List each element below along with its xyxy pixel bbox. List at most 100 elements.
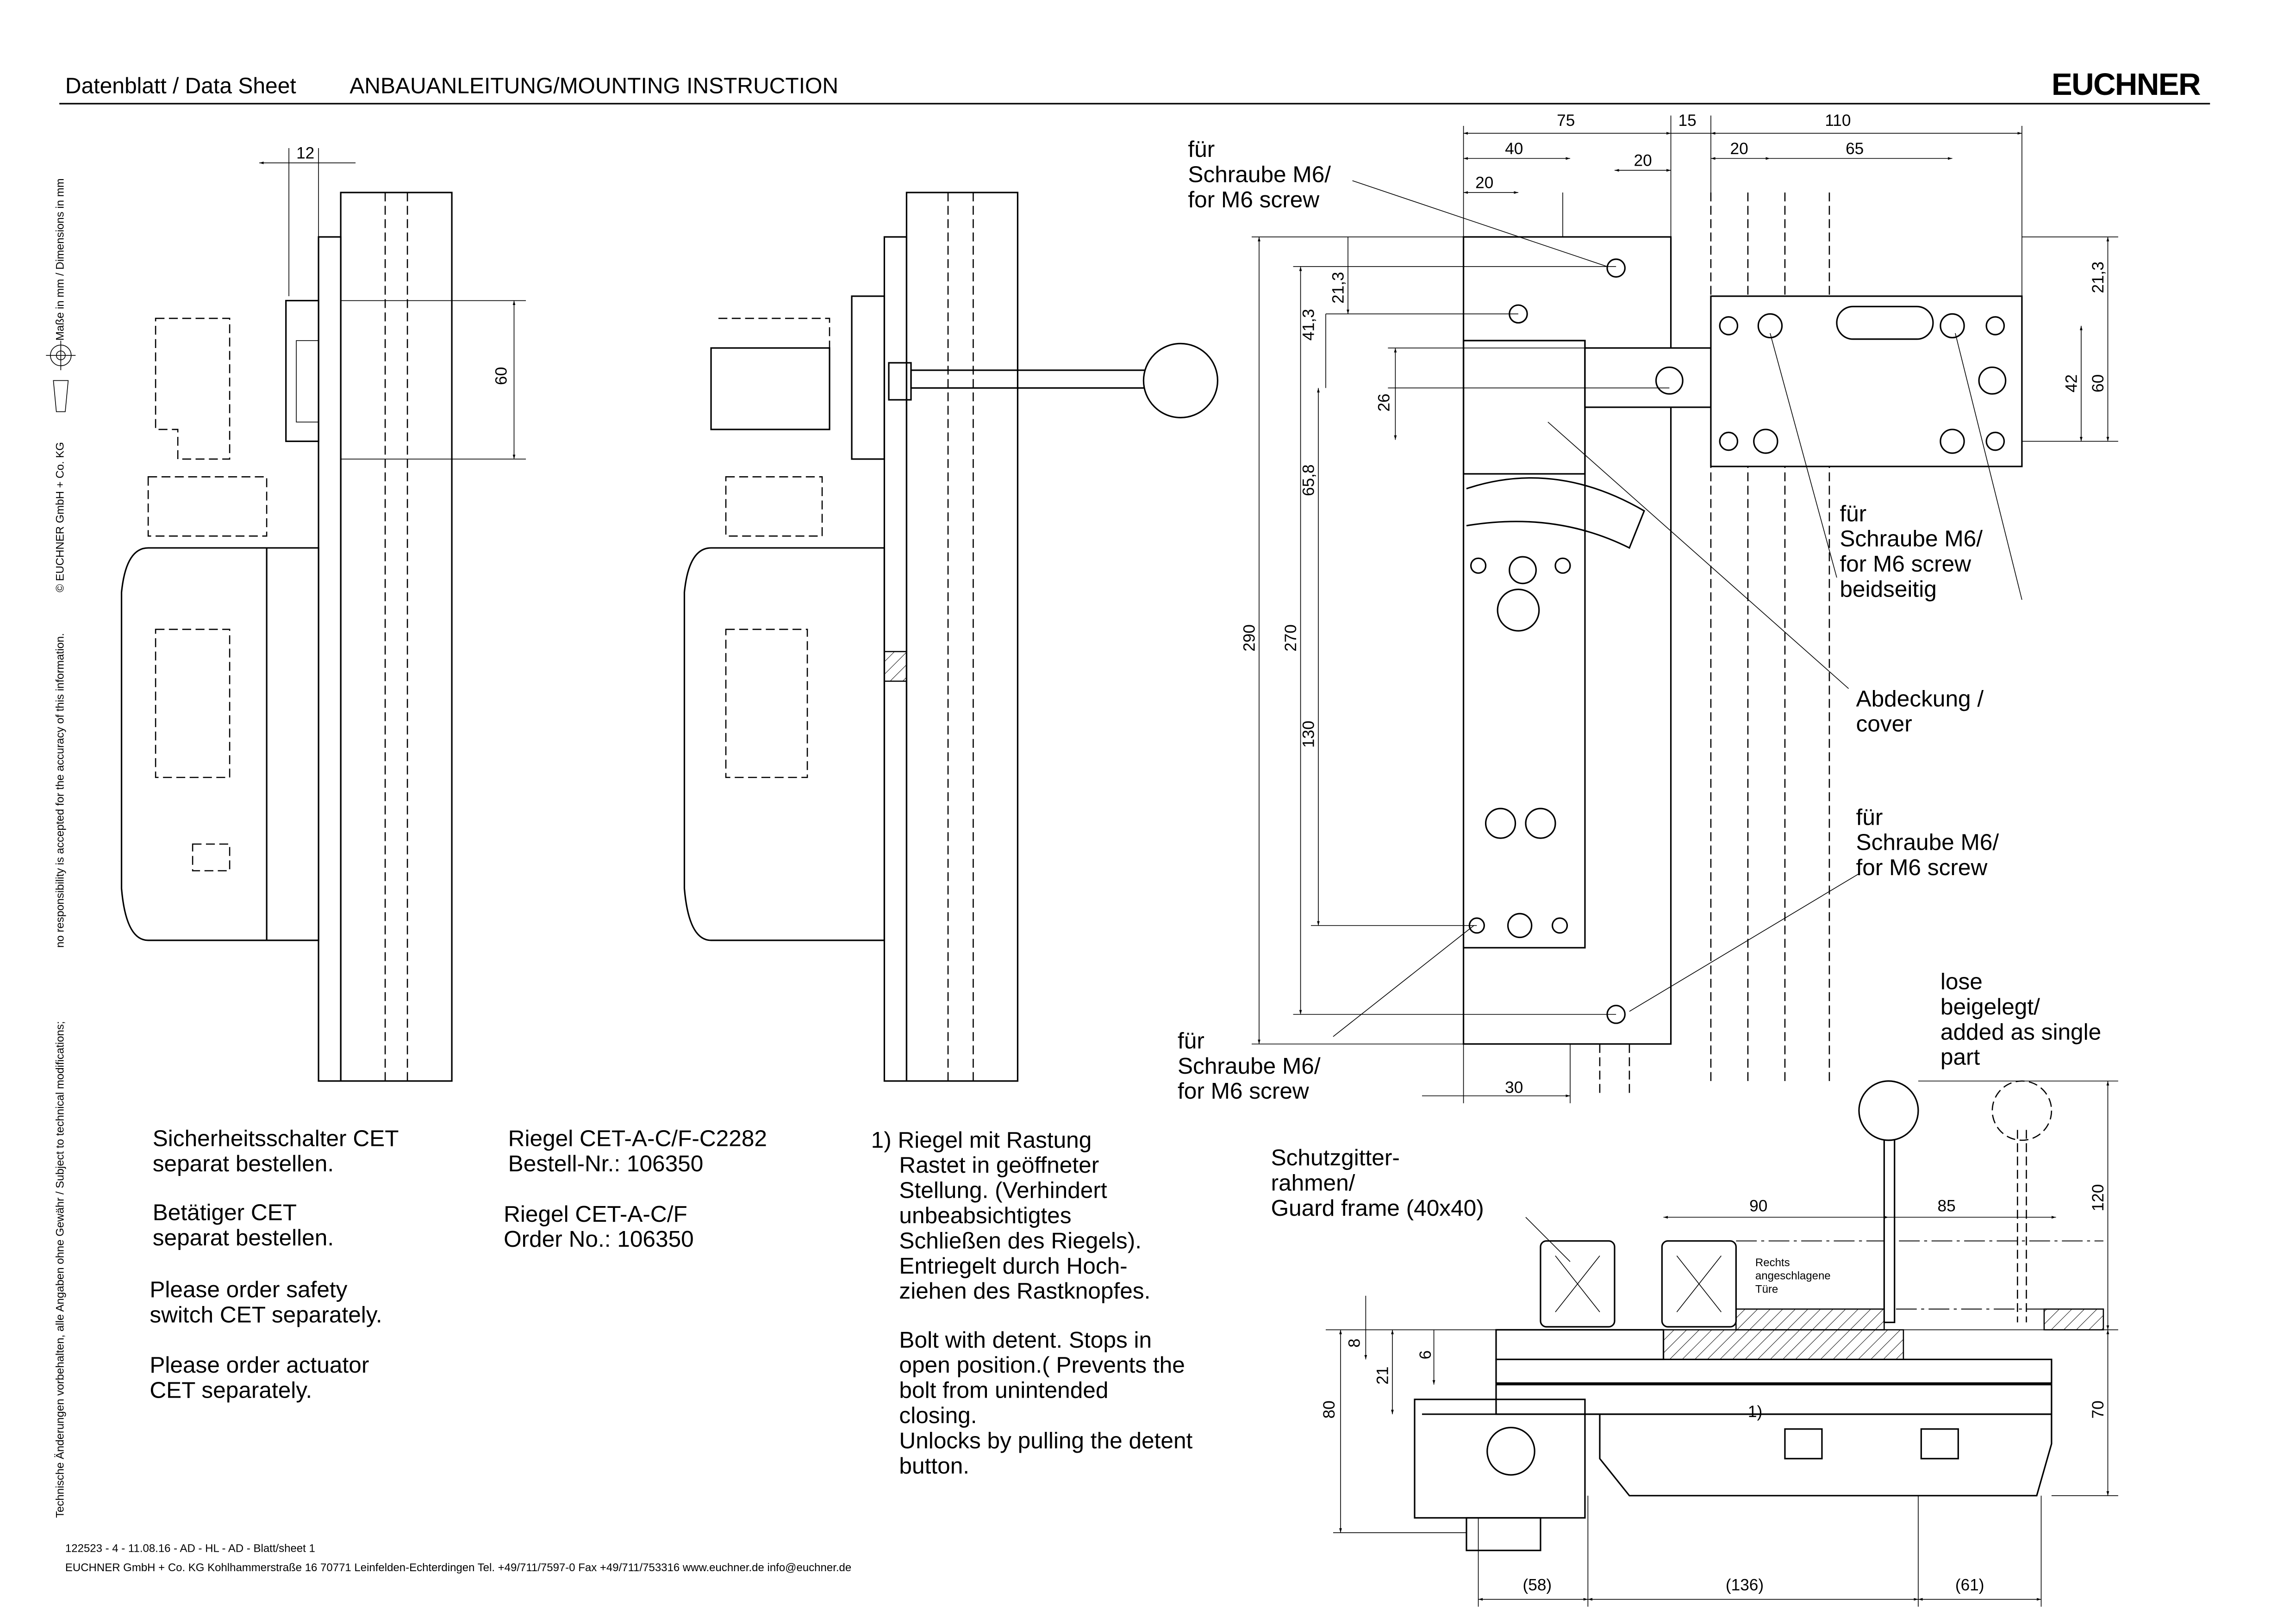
door-label-3: Türe: [1755, 1283, 1778, 1295]
dim-290: 290: [1240, 624, 1258, 652]
footer: 122523 - 4 - 11.08.16 - AD - HL - AD - B…: [65, 1542, 851, 1574]
screw-icons: [1468, 258, 2007, 1024]
text-line: open position.( Prevents the: [899, 1352, 1185, 1378]
text-line: Guard frame (40x40): [1271, 1195, 1484, 1221]
side-text: Maße in mm / Dimensions in mm © EUCHNER …: [46, 178, 76, 1518]
dim-65: 65: [1846, 140, 1864, 158]
euchner-logo: EUCHNER: [2052, 67, 2201, 102]
text-line: für: [1840, 500, 1866, 526]
text-line: Betätiger CET: [153, 1200, 297, 1225]
callout-loose-part: lose beigelegt/ added as single part: [1940, 968, 2101, 1070]
dim-20b: 20: [1475, 174, 1493, 192]
text-line: 1) Riegel mit Rastung: [871, 1127, 1092, 1153]
company-address: EUCHNER GmbH + Co. KG Kohlhammerstraße 1…: [65, 1561, 851, 1574]
text-line: rahmen/: [1271, 1170, 1355, 1196]
text-line: lose: [1940, 968, 1983, 994]
text-line: Schließen des Riegels).: [899, 1227, 1142, 1253]
text-line: Please order actuator: [150, 1352, 369, 1378]
text-line: closing.: [899, 1402, 977, 1428]
text-line: part: [1940, 1044, 1980, 1070]
text-line: Rastet in geöffneter: [899, 1152, 1099, 1178]
notes-detent: 1) Riegel mit Rastung Rastet in geöffnet…: [871, 1127, 1193, 1479]
doc-type: Datenblatt / Data Sheet: [65, 74, 296, 99]
text-line: Please order safety: [150, 1276, 347, 1302]
guard-frame-profile-icon: [1540, 1240, 1737, 1328]
dim-85: 85: [1938, 1197, 1956, 1215]
detent-knob-grip: [1784, 1428, 1823, 1460]
text-line: for M6 screw: [1188, 187, 1319, 212]
dim-70: 70: [2089, 1400, 2107, 1418]
bolt-view-drawing: [683, 192, 1218, 1082]
dim-6: 6: [1416, 1350, 1435, 1360]
text-line: für: [1856, 804, 1883, 830]
dim-8: 8: [1346, 1338, 1364, 1348]
dim-58: (58): [1523, 1576, 1552, 1594]
dim-65-8: 65,8: [1299, 464, 1317, 496]
dim-r-21-3: 21,3: [2089, 261, 2107, 293]
callout-screw-bottom: für Schraube M6/ for M6 screw: [1178, 1027, 1321, 1104]
header: Datenblatt / Data Sheet ANBAUANLEITUNG/M…: [59, 67, 2210, 105]
text-line: ziehen des Rastknopfes.: [899, 1278, 1150, 1304]
technical-changes: Technische Änderungen vorbehalten, alle …: [54, 1021, 67, 1517]
dim-60: 60: [492, 367, 510, 385]
text-line: Schraube M6/: [1188, 162, 1331, 187]
text-line: bolt from unintended: [899, 1377, 1108, 1403]
dim-61: (61): [1955, 1576, 1984, 1594]
callout-screw-right: für Schraube M6/ for M6 screw beidseitig: [1840, 500, 1983, 602]
page-title: ANBAUANLEITUNG/MOUNTING INSTRUCTION: [349, 74, 838, 99]
dim-r-60: 60: [2089, 374, 2107, 392]
text-line: für: [1188, 136, 1215, 162]
dim-26: 26: [1375, 393, 1393, 411]
text-line: Riegel CET-A-C/F-C2282: [508, 1126, 767, 1151]
dim-15: 15: [1678, 112, 1697, 130]
dim-41-3: 41,3: [1299, 309, 1317, 341]
dim-75: 75: [1557, 112, 1575, 130]
text-line: separat bestellen.: [153, 1150, 334, 1176]
dim-21-3a: 21,3: [1329, 272, 1347, 304]
text-line: Schraube M6/: [1856, 829, 1999, 855]
callout-cover: Abdeckung / cover: [1856, 685, 1984, 736]
dim-120: 120: [2089, 1184, 2107, 1212]
dim-110: 110: [1825, 112, 1851, 130]
text-line: cover: [1856, 711, 1912, 737]
text-line: für: [1178, 1027, 1204, 1053]
dim-20c: 20: [1730, 140, 1748, 158]
text-line: switch CET separately.: [150, 1301, 382, 1327]
text-line: Schraube M6/: [1840, 526, 1983, 552]
notes-bolt-order: Riegel CET-A-C/F-C2282 Bestell-Nr.: 1063…: [504, 1126, 767, 1252]
detent-knob: [1142, 342, 1218, 418]
text-line: for M6 screw: [1840, 551, 1971, 577]
side-view-drawing: 12 60: [120, 144, 526, 1082]
detent-ref: 1): [1748, 1403, 1762, 1421]
text-line: Unlocks by pulling the detent: [899, 1427, 1192, 1453]
dim-20a: 20: [1634, 151, 1652, 169]
dim-r-42: 42: [2062, 374, 2080, 392]
text-line: CET separately.: [150, 1377, 312, 1403]
text-line: Schutzgitter-: [1271, 1144, 1400, 1170]
text-line: Bolt with detent. Stops in: [899, 1327, 1152, 1353]
callout-screw-top: für Schraube M6/ for M6 screw: [1188, 136, 1331, 212]
dim-90: 90: [1749, 1197, 1767, 1215]
door-label-2: angeschlagene: [1755, 1270, 1831, 1282]
dim-80: 80: [1320, 1400, 1338, 1418]
callout-guard-frame: Schutzgitter- rahmen/ Guard frame (40x40…: [1271, 1144, 1484, 1221]
notes-order-info: Sicherheitsschalter CET separat bestelle…: [150, 1126, 399, 1403]
dim-30: 30: [1505, 1078, 1523, 1096]
text-line: Sicherheitsschalter CET: [153, 1126, 399, 1151]
dim-270: 270: [1282, 624, 1300, 652]
projection-symbol-icon: [46, 340, 76, 412]
text-line: button.: [899, 1453, 969, 1479]
text-line: Riegel CET-A-C/F: [504, 1201, 687, 1227]
text-line: beigelegt/: [1940, 994, 2040, 1020]
dimensions-note: Maße in mm / Dimensions in mm: [54, 178, 67, 341]
text-line: separat bestellen.: [153, 1225, 334, 1250]
text-line: for M6 screw: [1856, 854, 1988, 880]
door-label-1: Rechts: [1755, 1256, 1790, 1269]
text-line: Schraube M6/: [1178, 1053, 1321, 1079]
bolt-rod: [910, 369, 1149, 389]
text-line: for M6 screw: [1178, 1078, 1309, 1104]
text-line: Abdeckung /: [1856, 685, 1984, 711]
text-line: Entriegelt durch Hoch-: [899, 1253, 1127, 1279]
text-line: beidseitig: [1840, 576, 1936, 602]
